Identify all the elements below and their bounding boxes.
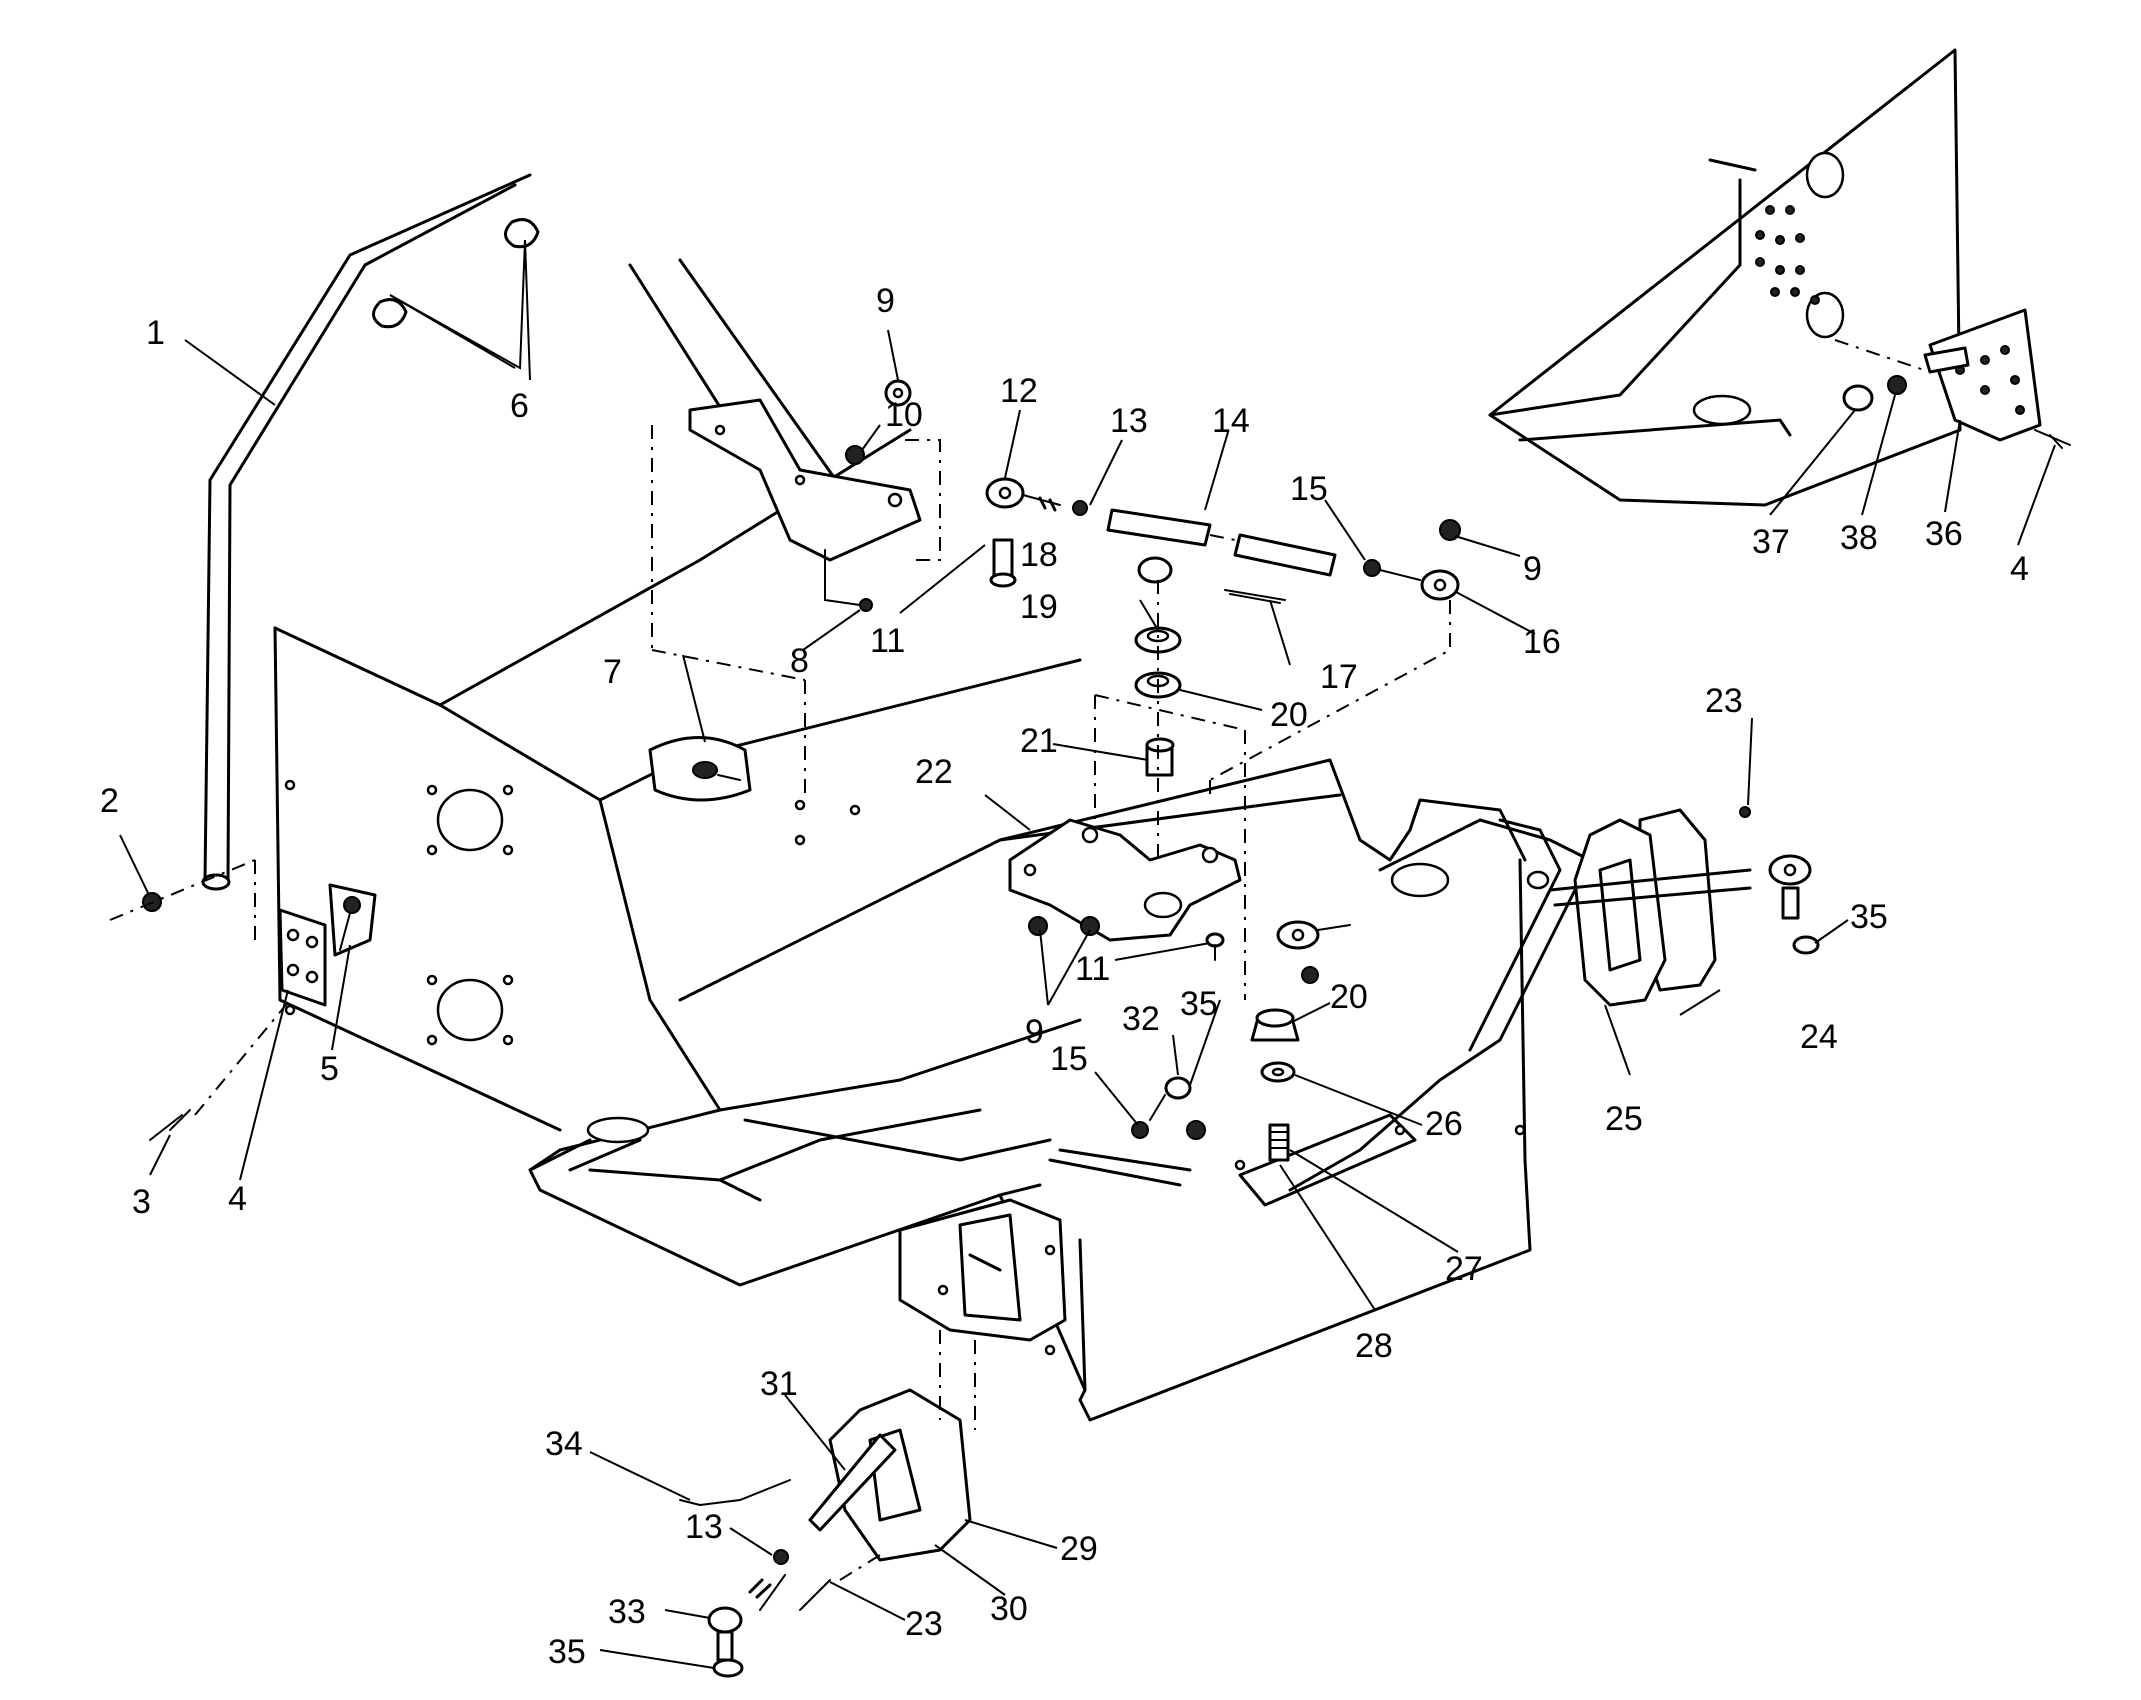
- left-small-parts: [109, 859, 377, 1141]
- callout-17: 17: [1320, 658, 1358, 696]
- callout-32: 32: [1122, 1000, 1160, 1038]
- callout-34: 34: [545, 1425, 583, 1463]
- callout-18: 18: [1020, 536, 1058, 574]
- callout-19: 19: [1020, 588, 1058, 626]
- callout-23b: 23: [905, 1605, 943, 1643]
- callout-20: 20: [1270, 696, 1308, 734]
- callout-35: 35: [1850, 898, 1888, 936]
- callout-12: 12: [1000, 372, 1038, 410]
- tie-rod-end-part: [1048, 920, 1351, 1187]
- callout-27: 27: [1445, 1250, 1483, 1288]
- front-plate-assembly: [679, 1198, 1067, 1678]
- callout-26: 26: [1425, 1105, 1463, 1143]
- callout-21: 21: [1020, 722, 1058, 760]
- callout-11b: 11: [1075, 950, 1110, 988]
- callout-4: 4: [228, 1180, 247, 1218]
- callout-6: 6: [510, 387, 529, 425]
- callout-2: 2: [100, 782, 119, 820]
- callout-15: 15: [1290, 470, 1328, 508]
- upper-bracket-part: [628, 258, 941, 802]
- callout-36: 36: [1925, 515, 1963, 553]
- bent-tube-part: [201, 173, 532, 891]
- callout-4b: 4: [2010, 550, 2029, 588]
- callout-20b: 20: [1330, 978, 1368, 1016]
- skid-plate-part: [1488, 48, 2071, 507]
- callout-37: 37: [1752, 523, 1790, 561]
- callout-16: 16: [1523, 623, 1561, 661]
- callout-30: 30: [990, 1590, 1028, 1628]
- frame-holes: [284, 779, 1526, 1171]
- callout-10: 10: [885, 396, 923, 434]
- callout-3: 3: [132, 1183, 151, 1221]
- callout-8: 8: [790, 642, 809, 680]
- callout-35c: 35: [548, 1633, 586, 1671]
- callout-25: 25: [1605, 1100, 1643, 1138]
- callout-14: 14: [1212, 402, 1250, 440]
- callout-7: 7: [603, 653, 622, 691]
- clip-pair-part: [372, 218, 540, 329]
- callout-13: 13: [1110, 402, 1148, 440]
- callout-9: 9: [876, 282, 895, 320]
- callout-23: 23: [1705, 682, 1743, 720]
- plate-part: [1008, 818, 1242, 961]
- callout-5: 5: [320, 1050, 339, 1088]
- leader-lines: [119, 239, 2056, 1669]
- callout-28: 28: [1355, 1327, 1393, 1365]
- callout-1: 1: [146, 314, 165, 352]
- callout-31: 31: [760, 1365, 798, 1403]
- callout-24: 24: [1800, 1018, 1838, 1056]
- callout-13b: 13: [685, 1508, 723, 1546]
- callout-22: 22: [915, 753, 953, 791]
- callout-11: 11: [870, 622, 905, 660]
- callout-33: 33: [608, 1593, 646, 1631]
- callout-labels: 1 2 3 4 5 6 7 8 9 10 11 12 13 14 15 18 9…: [100, 282, 2029, 1671]
- right-side-plates-part: [1548, 806, 1820, 1007]
- callout-38: 38: [1840, 519, 1878, 557]
- callout-9c: 9: [1025, 1013, 1044, 1051]
- bushing-stack-part: [1250, 1008, 1300, 1162]
- callout-35b: 35: [1180, 985, 1218, 1023]
- callout-15b: 15: [1050, 1040, 1088, 1078]
- tie-rod-assembly: [985, 477, 1461, 1000]
- callout-9b: 9: [1523, 550, 1542, 588]
- callout-29: 29: [1060, 1530, 1098, 1568]
